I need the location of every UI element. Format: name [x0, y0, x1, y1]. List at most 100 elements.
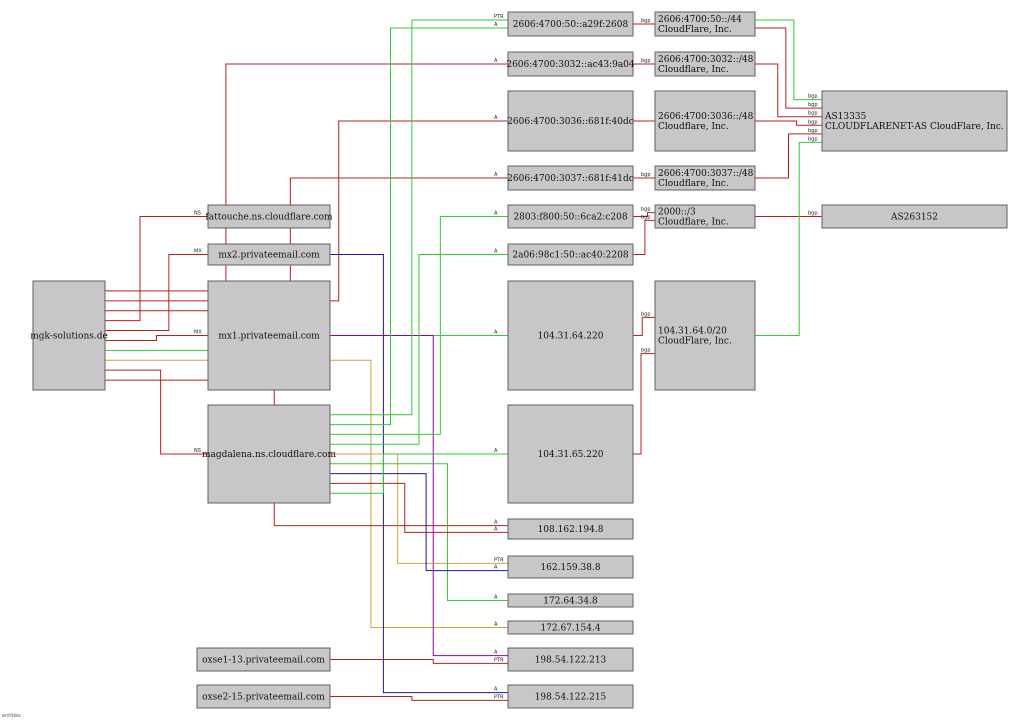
edge-magdalena-to-ip-65220 [330, 453, 508, 494]
edge-net-44-to-as13335 [755, 27, 822, 109]
edge-ip-65220-to-net-104 [633, 353, 655, 455]
node-label: mgk-solutions.de [30, 332, 108, 342]
node-box [507, 404, 634, 504]
edge-oxse2-to-ip-215 [330, 696, 508, 701]
edge-label: A [494, 595, 498, 601]
node-label: oxse2-15.privateemail.com [202, 693, 325, 703]
node-box [507, 165, 634, 191]
edge-label: A [494, 622, 498, 628]
edge-label: bgp [641, 172, 651, 178]
edge-label: bgp [641, 214, 651, 220]
node-label: 198.54.122.213 [535, 656, 607, 666]
node-box [507, 593, 634, 608]
edge-label: bgp [641, 311, 651, 317]
edge-label: bgp [641, 207, 651, 213]
node-label: Cloudflare, Inc. [658, 218, 729, 228]
node-label: 2606:4700:50::/44 [658, 15, 742, 25]
edge-label: bgp [808, 111, 818, 117]
node-box [654, 11, 756, 37]
edge-label: bgp [808, 119, 818, 125]
node-ip-64220: 104.31.64.220 [507, 280, 634, 391]
edge-label: bgp [641, 58, 651, 64]
edge-label: PTR [494, 657, 504, 663]
edge-label: A [494, 650, 498, 656]
edge-label: A [494, 58, 498, 64]
edge-ip6-c208-to-net-2000 [633, 212, 655, 217]
node-box [654, 90, 756, 152]
node-label: Cloudflare, Inc. [658, 179, 729, 189]
edge-magdalena-to-ip6-c208 [330, 216, 508, 435]
node-ip-162: 162.159.38.8 [507, 555, 634, 579]
node-box [507, 11, 634, 37]
edge-magdalena-to-ip-162 [330, 473, 508, 572]
node-box [196, 647, 331, 672]
node-box [654, 280, 756, 391]
node-label: Cloudflare, Inc. [658, 65, 729, 75]
edge-label: bgp [808, 102, 818, 108]
node-magdalena: magdalena.ns.cloudflare.com [202, 404, 337, 504]
node-box [507, 647, 634, 672]
node-label: 104.31.64.0/20 [658, 327, 727, 337]
edge-magdalena-to-ip-162 [330, 453, 508, 564]
node-label: CloudFlare, Inc. [658, 25, 732, 35]
node-box [507, 204, 634, 229]
node-label: Cloudflare, Inc. [658, 122, 729, 132]
node-box [821, 204, 1008, 229]
node-box [207, 404, 331, 504]
node-label: 2a06:98c1:50::ac40:2208 [512, 251, 628, 261]
node-label: 2606:4700:3036::/48 [658, 112, 754, 122]
node-label: AS263152 [890, 213, 938, 223]
edge-mgk-to-fattouche [105, 216, 208, 322]
node-label: 2606:4700:50::a29f:2608 [513, 20, 629, 30]
edge-magdalena-to-ip6-2608 [330, 27, 508, 426]
node-label: 2606:4700:3032::ac43:9a04 [506, 60, 635, 70]
edge-label: A [494, 172, 498, 178]
node-label: 108.162.194.8 [538, 525, 604, 535]
node-box [32, 280, 106, 391]
node-as263152: AS263152 [821, 204, 1008, 229]
edge-label: PTR [494, 14, 504, 20]
node-label: CloudFlare, Inc. [658, 337, 732, 347]
edge-label: bgp [641, 348, 651, 354]
edge-label: MX [194, 249, 202, 255]
edge-oxse1-to-ip-213 [330, 659, 508, 664]
edge-label: A [494, 211, 498, 217]
node-box [507, 51, 634, 77]
node-box [507, 684, 634, 709]
node-label: fattouche.ns.cloudflare.com [205, 213, 333, 223]
edge-label: A [494, 687, 498, 693]
node-box [654, 165, 756, 191]
node-box [507, 243, 634, 266]
node-ip6-2208: 2a06:98c1:50::ac40:2208 [507, 243, 634, 266]
node-ip6-41dc: 2606:4700:3037::681f:41dc [507, 165, 634, 191]
edge-magdalena-to-ip-108 [330, 482, 508, 533]
node-label: mx2.privateemail.com [218, 251, 320, 261]
node-label: magdalena.ns.cloudflare.com [202, 450, 337, 460]
node-ip-65220: 104.31.65.220 [507, 404, 634, 504]
node-label: 2606:4700:3032::/48 [658, 55, 754, 65]
edge-label: bgp [808, 128, 818, 134]
node-mx2: mx2.privateemail.com [207, 243, 331, 266]
edge-label: A [494, 22, 498, 28]
node-box [507, 280, 634, 391]
node-label: mx1.privateemail.com [218, 332, 320, 342]
node-ip6-40dc: 2606:4700:3036::681f:40dc [507, 90, 634, 152]
node-box [196, 684, 331, 709]
node-box [507, 518, 634, 540]
edge-mgk-to-mx1 [105, 335, 208, 341]
edge-label: A [494, 249, 498, 255]
node-mx1: mx1.privateemail.com [207, 280, 331, 391]
node-label: CLOUDFLARENET-AS CloudFlare, Inc. [825, 122, 1004, 132]
edge-net-3036-to-as13335 [755, 120, 822, 126]
edge-mx1-to-ip-213 [330, 335, 508, 657]
edge-net-3037-to-as13335 [755, 133, 822, 179]
node-oxse2: oxse2-15.privateemail.com [196, 684, 331, 709]
node-label: 104.31.65.220 [538, 450, 604, 460]
edge-mgk-to-magdalena [105, 369, 208, 455]
